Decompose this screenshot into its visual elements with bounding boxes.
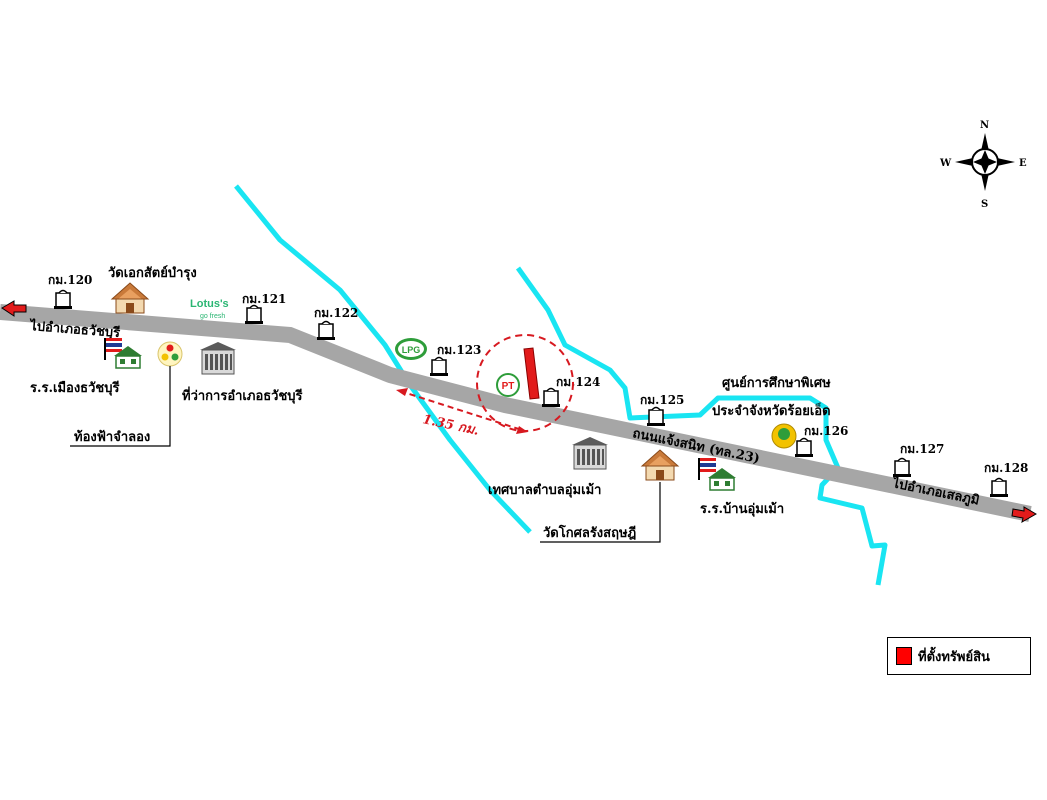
center-label-line1: ศูนย์การศึกษาพิเศษ (722, 375, 831, 391)
km-marker: กม.123 (429, 343, 481, 377)
property-swatch (896, 647, 912, 665)
government-building-icon (199, 341, 237, 375)
legend-label: ที่ตั้งทรัพย์สิน (918, 649, 990, 665)
road-highway-23 (0, 304, 1032, 522)
compass-s: S (981, 199, 988, 210)
market-label: ท้องฟ้าจำลอง (74, 429, 150, 445)
lpg-logo-icon: LPG (395, 338, 427, 360)
property-marker (523, 347, 540, 400)
km-marker: กม.120 (48, 273, 92, 310)
temple-icon (111, 282, 149, 314)
km-post-icon (892, 457, 912, 478)
pt-logo-icon: PT (496, 373, 520, 397)
river-west (234, 184, 532, 534)
center-label-line2: ประจำจังหวัดร้อยเอ็ด (712, 401, 831, 419)
km-post-icon (794, 437, 814, 458)
km-post-icon (429, 356, 449, 377)
district-office-label: ที่ว่าการอำเภอธวัชบุรี (182, 386, 303, 404)
pt-logo-text: PT (502, 381, 515, 392)
compass-icon: N S W E (939, 120, 1027, 210)
direction-east-label: ไปอำเภอเสลภูมิ (889, 474, 981, 509)
km-label: กม.122 (314, 306, 358, 320)
school-west-label: ร.ร.เมืองธวัชบุรี (30, 380, 119, 396)
arrow-icon-west (1, 300, 27, 317)
compass-e: E (1019, 158, 1027, 169)
school-east-label: ร.ร.บ้านอุ่มเม้า (700, 501, 784, 517)
km-marker: กม.128 (984, 461, 1028, 498)
km-label: กม.127 (900, 442, 944, 456)
distance-arrow-west (396, 388, 408, 396)
education-center-icon (771, 423, 797, 449)
lotus-brand-text: Lotus's (190, 298, 229, 310)
km-post-icon (316, 320, 336, 341)
lotus-sub-text: go fresh (200, 313, 225, 320)
km-label: กม.126 (804, 424, 848, 438)
temple-south-label: วัดโกศลรังสฤษฎี (543, 524, 637, 541)
market-leader-line (70, 366, 171, 447)
km-post-icon (53, 289, 73, 310)
traffic-light-icon (157, 341, 183, 367)
km-label: กม.125 (640, 393, 684, 407)
km-label: กม.121 (242, 292, 286, 306)
km-marker: กม.126 (794, 424, 848, 458)
km-marker: กม.121 (242, 292, 286, 325)
distance-dashed-line (399, 390, 523, 431)
km-post-icon (646, 406, 666, 427)
km-post-icon (989, 477, 1009, 498)
arrow-icon-east (1011, 506, 1037, 524)
compass-w: W (939, 158, 952, 169)
lpg-logo-text: LPG (402, 345, 421, 355)
km-label: กม.128 (984, 461, 1028, 475)
river-east (515, 266, 888, 586)
km-marker: กม.122 (314, 306, 358, 341)
km-label: กม.124 (556, 375, 600, 389)
km-post-icon (244, 304, 264, 325)
distance-label: 1.35 กม. (421, 412, 480, 439)
km-post-icon (541, 387, 561, 408)
km-marker: กม.127 (892, 442, 944, 478)
temple-icon (641, 449, 679, 481)
temple-south-leader-line (540, 482, 661, 543)
distance-arrow-east (516, 426, 528, 434)
municipality-building-icon (571, 436, 609, 470)
km-marker: กม.124 (541, 375, 600, 408)
km-label: กม.123 (437, 343, 481, 357)
map-legend: ที่ตั้งทรัพย์สิน (887, 637, 1031, 675)
lotus-logo-icon: Lotus's go fresh (190, 298, 229, 320)
km-marker: กม.125 (640, 393, 684, 427)
temple-north-label: วัดเอกสัตย์บำรุง (108, 265, 197, 281)
compass-n: N (980, 120, 989, 131)
km-label: กม.120 (48, 273, 92, 287)
municipality-label: เทศบาลตำบลอุ่มเม้า (488, 482, 601, 498)
